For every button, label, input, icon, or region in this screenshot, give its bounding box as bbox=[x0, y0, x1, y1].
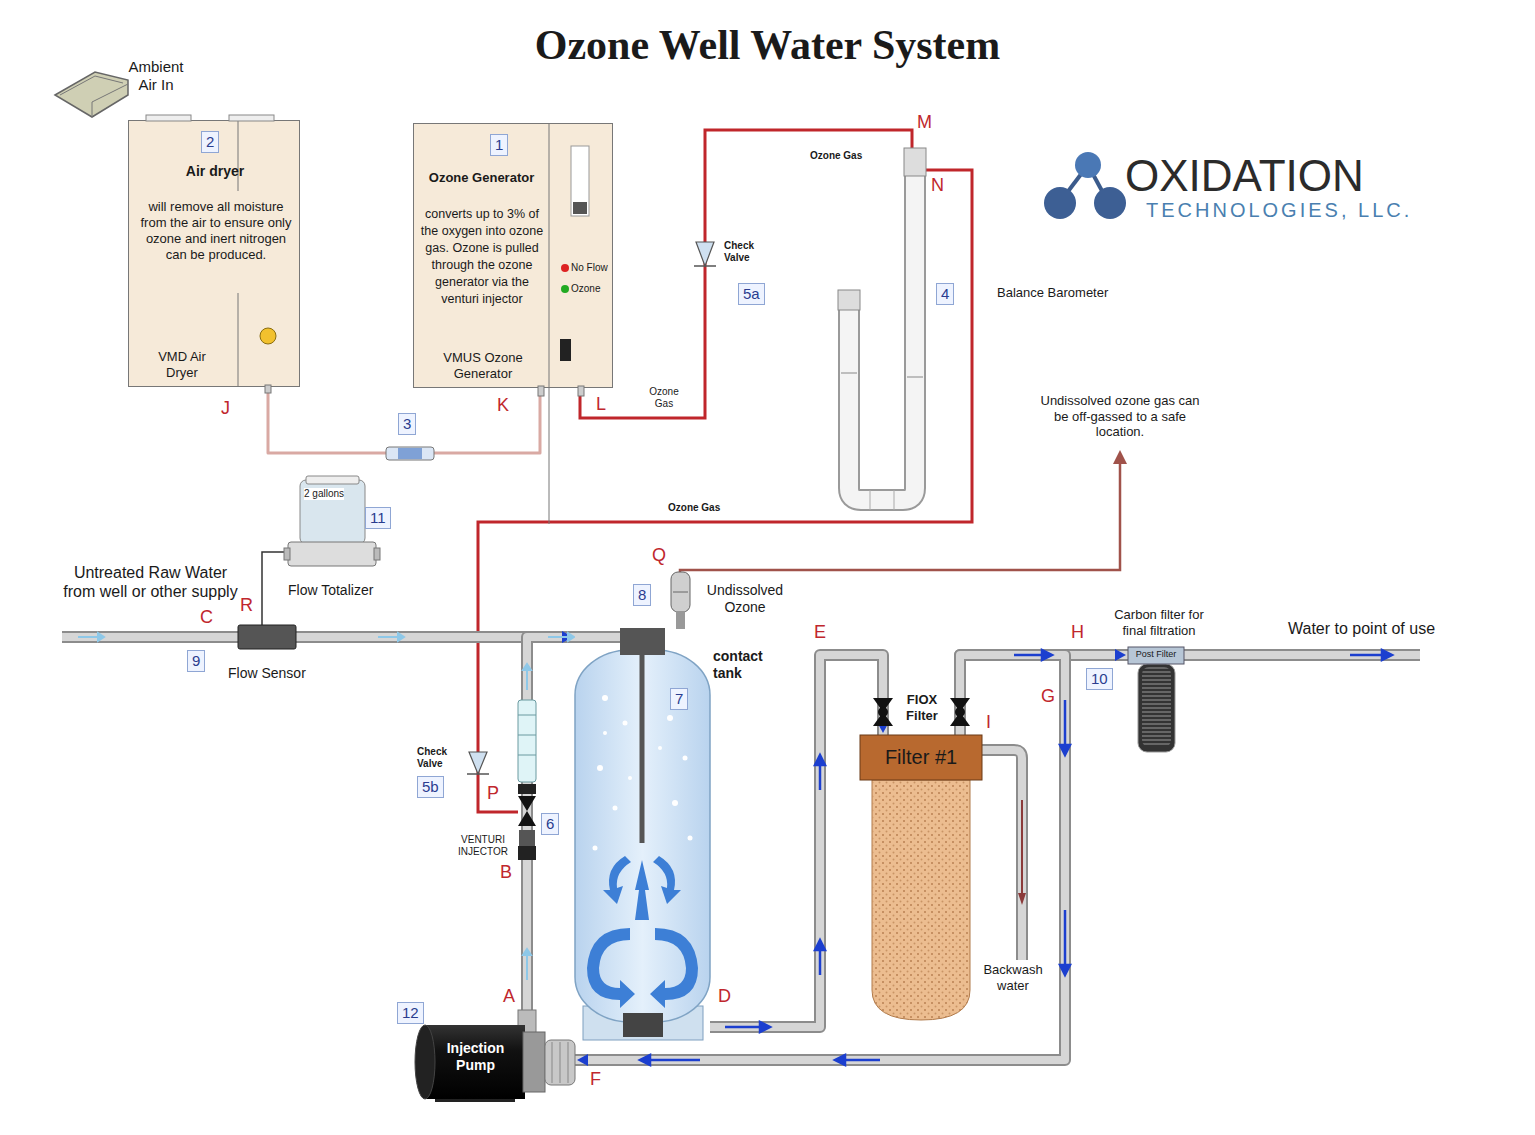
note-label: Ambient Air In bbox=[122, 58, 190, 94]
note-label: Ozone Gas bbox=[644, 386, 684, 410]
point-letter: C bbox=[200, 607, 213, 629]
callout-number: 8 bbox=[633, 584, 651, 606]
note-label: Ozone Gas bbox=[810, 150, 862, 162]
indicator-label: No Flow bbox=[571, 262, 608, 274]
note-label: Water to point of use bbox=[1288, 619, 1435, 638]
logo-text: TECHNOLOGIES, LLC. bbox=[1146, 198, 1412, 222]
node-outline bbox=[575, 628, 710, 1040]
capacity-tag: 2 gallons bbox=[304, 488, 344, 500]
filter-label: Post Filter bbox=[1129, 649, 1183, 660]
note-label: Balance Barometer bbox=[997, 285, 1108, 301]
filter-label: Filter #1 bbox=[860, 745, 982, 769]
equipment-box: 1Ozone Generator converts up to 3% of the… bbox=[413, 123, 613, 388]
node-outline bbox=[238, 625, 296, 649]
pipe-wall bbox=[960, 655, 1128, 735]
point-letter: F bbox=[590, 1069, 601, 1091]
box-body: will remove all moisture from the air to… bbox=[137, 199, 295, 263]
point-letter: N bbox=[931, 175, 944, 197]
indicator-label: Ozone bbox=[571, 283, 600, 295]
pump-label: Injection Pump bbox=[433, 1040, 518, 1074]
note-label: Ozone Gas bbox=[668, 502, 720, 514]
callout-number: 10 bbox=[1086, 668, 1113, 690]
equipment-box: 2Air dryer will remove all moisture from … bbox=[128, 120, 300, 387]
node-outline bbox=[1128, 647, 1184, 752]
node-outline bbox=[860, 735, 982, 1020]
injection-pump: Injection Pump bbox=[415, 1010, 575, 1102]
callout-number: 7 bbox=[670, 688, 688, 710]
device-label: Flow Totalizer bbox=[288, 582, 373, 599]
point-letter: J bbox=[221, 398, 230, 420]
callout-number: 2 bbox=[201, 131, 219, 153]
callout-number: 6 bbox=[541, 813, 559, 835]
box-heading: Air dryer bbox=[129, 163, 301, 180]
callout-number: 12 bbox=[397, 1002, 424, 1024]
box-body: converts up to 3% of the oxygen into ozo… bbox=[418, 206, 546, 308]
flow-sensor: Flow Sensor bbox=[238, 625, 296, 649]
point-letter: A bbox=[503, 986, 515, 1008]
model-name: VMUS Ozone Generator bbox=[424, 350, 542, 381]
pipe-bore bbox=[960, 655, 1128, 735]
callout-number: 9 bbox=[187, 650, 205, 672]
callout-number: 3 bbox=[398, 413, 416, 435]
tube-connector bbox=[268, 387, 540, 453]
model-name: VMD Air Dryer bbox=[143, 349, 221, 380]
callout-number: 1 bbox=[490, 134, 508, 156]
device-label: Flow Sensor bbox=[228, 665, 306, 682]
callout-number: 4 bbox=[936, 283, 954, 305]
pipe-connector bbox=[527, 631, 575, 1010]
point-letter: R bbox=[240, 595, 253, 617]
arrowhead bbox=[1115, 649, 1126, 661]
note-label: Undissolved ozone gas can be off-gassed … bbox=[1035, 393, 1205, 440]
point-letter: P bbox=[487, 783, 499, 805]
callout-number: 11 bbox=[365, 507, 391, 529]
point-letter: Q bbox=[652, 545, 666, 567]
pipe-connector bbox=[960, 649, 1128, 735]
point-letter: D bbox=[718, 986, 731, 1008]
point-letter: M bbox=[917, 112, 932, 134]
point-letter: K bbox=[497, 395, 509, 417]
note-label: Check Valve bbox=[724, 240, 764, 264]
callout-number: 5b bbox=[417, 776, 444, 798]
air-tube bbox=[268, 387, 540, 453]
node-outline bbox=[414, 124, 614, 387]
filter-vessel: Filter #1 bbox=[860, 735, 982, 1020]
note-label: FIOX Filter bbox=[901, 692, 943, 723]
point-letter: H bbox=[1071, 622, 1084, 644]
note-label: Backwash water bbox=[977, 962, 1049, 993]
pipe-connector bbox=[710, 655, 889, 1027]
logo-text: OXIDATION bbox=[1125, 150, 1364, 203]
arrowhead bbox=[577, 1054, 588, 1066]
signal-wire bbox=[262, 552, 288, 625]
note-label: Undissolved Ozone bbox=[700, 582, 790, 616]
tank-label: contact tank bbox=[713, 648, 775, 682]
wire-connector bbox=[262, 552, 288, 625]
box-heading: Ozone Generator bbox=[414, 170, 549, 186]
point-letter: L bbox=[596, 394, 606, 416]
point-letter: I bbox=[986, 712, 991, 734]
point-letter: E bbox=[814, 622, 826, 644]
point-letter: G bbox=[1041, 686, 1055, 708]
note-label: Carbon filter for final filtration bbox=[1103, 607, 1215, 638]
pipe-bore bbox=[710, 655, 883, 1027]
pipe-wall bbox=[710, 655, 883, 1027]
contact-tank: 7contact tank bbox=[575, 628, 710, 1040]
callout-number: 5a bbox=[738, 283, 765, 305]
note-label: Check Valve bbox=[417, 746, 457, 770]
point-letter: B bbox=[500, 862, 512, 884]
note-label: Untreated Raw Water from well or other s… bbox=[58, 563, 243, 601]
diagram-title: Ozone Well Water System bbox=[0, 20, 1535, 70]
post-filter: Post Filter bbox=[1128, 647, 1184, 752]
note-label: VENTURI INJECTOR bbox=[452, 834, 514, 858]
